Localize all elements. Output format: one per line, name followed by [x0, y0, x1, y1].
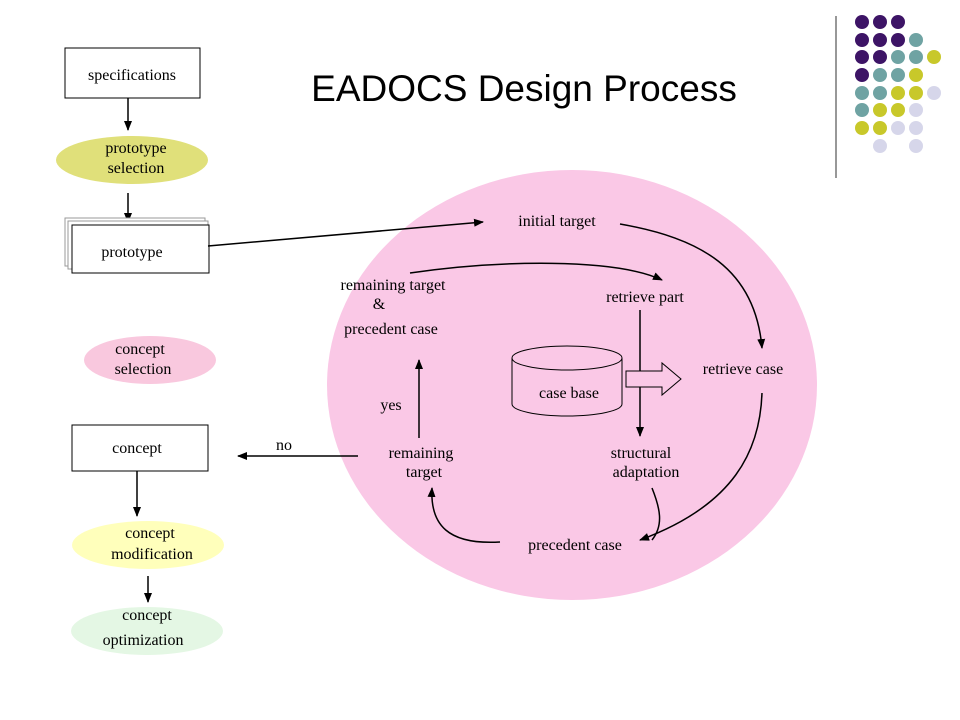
no-label: no — [276, 437, 292, 454]
remaining-target-label-line2: target — [406, 464, 443, 481]
precedent-case-label: precedent case — [528, 537, 622, 554]
concept-modification-label-line1: concept — [125, 525, 175, 542]
prototype-label: prototype — [101, 244, 162, 261]
arrow-initial-target-to-retrieve-case — [619, 223, 766, 349]
concept-selection-node: concept selection — [84, 336, 216, 384]
remaining-target-precedent-line3: precedent case — [344, 321, 438, 338]
concept-modification-label-line2: modification — [111, 546, 193, 563]
remaining-target-precedent-line2: & — [373, 296, 386, 313]
arrow-remaining-to-retrieve-part — [409, 262, 663, 281]
concept-selection-label-line1: concept — [115, 341, 165, 358]
concept-optimization-label-line2: optimization — [103, 632, 184, 649]
prototype-selection-node: prototype selection — [56, 136, 208, 184]
arrow-adaptation-to-precedent — [651, 487, 661, 541]
arrow-retrieve-case-to-precedent — [639, 392, 763, 541]
remaining-target-label-line1: remaining — [389, 445, 454, 462]
prototype-stacked-box: prototype — [64, 217, 210, 274]
concept-box: concept — [71, 424, 209, 472]
concept-optimization-node: concept optimization — [71, 607, 223, 655]
decorative-dot-grid — [855, 15, 941, 153]
specifications-box: specifications — [64, 47, 201, 99]
concept-label: concept — [112, 440, 162, 457]
concept-optimization-label-line1: concept — [122, 607, 172, 624]
case-base-to-retrieve-case-arrow — [625, 361, 682, 397]
initial-target-label: initial target — [518, 213, 596, 230]
concept-selection-label-line2: selection — [115, 361, 172, 378]
arrow-prototype-to-initial-target — [207, 218, 484, 247]
prototype-selection-label-line1: prototype — [105, 140, 166, 157]
page-title: EADOCS Design Process — [311, 68, 737, 109]
arrow-precedent-to-remaining — [427, 487, 501, 544]
remaining-target-precedent-line1: remaining target — [341, 277, 447, 294]
yes-label: yes — [380, 397, 401, 414]
prototype-selection-label-line2: selection — [108, 160, 165, 177]
case-base-label: case base — [539, 385, 599, 402]
structural-adaptation-label-line1: structural — [611, 445, 672, 462]
retrieve-part-label: retrieve part — [606, 289, 684, 306]
retrieve-case-label: retrieve case — [703, 361, 783, 378]
concept-modification-node: concept modification — [72, 521, 224, 569]
case-base-database: case base — [511, 345, 623, 417]
structural-adaptation-label-line2: adaptation — [613, 464, 680, 481]
specifications-label: specifications — [88, 67, 176, 84]
